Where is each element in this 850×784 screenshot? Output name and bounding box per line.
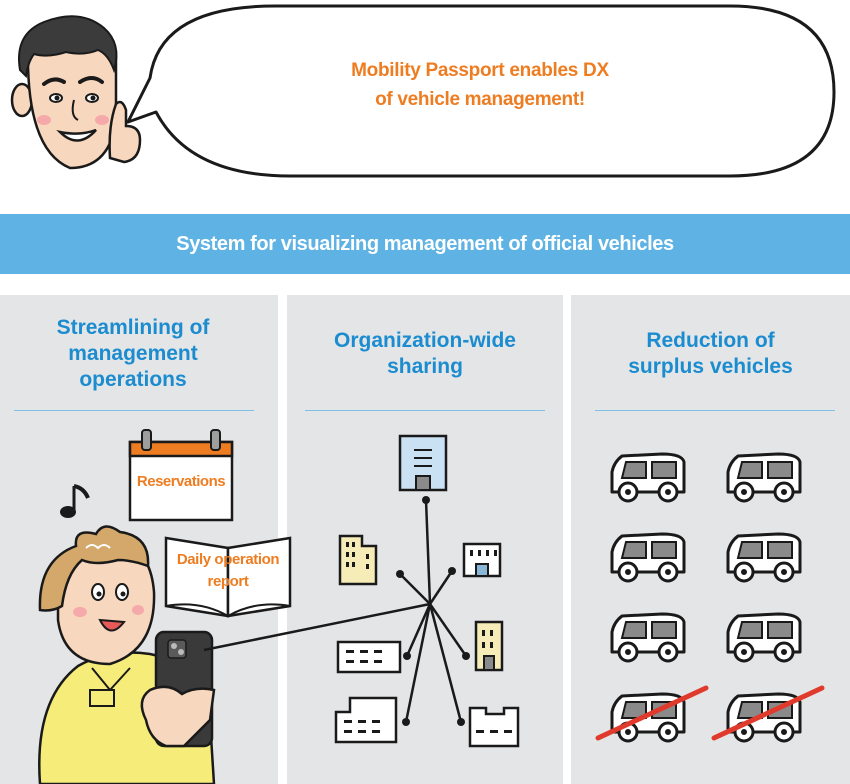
report-label: Daily operation report <box>166 549 290 593</box>
report-book-icon <box>164 536 292 618</box>
calendar-label: Reservations <box>136 473 226 490</box>
panel-title: Organization-wide sharing <box>287 328 563 380</box>
car-icon <box>610 532 686 583</box>
speech-line-1: Mobility Passport enables DX <box>351 60 609 81</box>
building-icon <box>474 620 504 672</box>
panel-sharing: Organization-wide sharing <box>287 295 563 784</box>
panel-title-line: surplus vehicles <box>628 355 793 378</box>
car-icon <box>726 532 802 583</box>
panel-title-line: sharing <box>387 355 463 378</box>
panel-title-line: management <box>68 342 198 365</box>
speech-text: Mobility Passport enables DX of vehicle … <box>290 56 670 114</box>
building-hq-icon <box>398 434 448 492</box>
building-icon <box>462 542 502 578</box>
speaker-illustration <box>10 4 836 178</box>
panel-title-line: Organization-wide <box>333 329 516 352</box>
panel-title: Reduction of surplus vehicles <box>571 328 850 380</box>
section-banner: System for visualizing management of off… <box>0 214 850 274</box>
speech-line-2: of vehicle management! <box>375 89 585 110</box>
building-icon <box>338 534 378 586</box>
car-icon <box>726 612 802 663</box>
report-label-line: report <box>207 573 249 590</box>
music-note-icon <box>60 484 90 518</box>
car-icon <box>726 452 802 503</box>
banner-title: System for visualizing management of off… <box>176 233 674 255</box>
panel-title: Streamlining of management operations <box>0 315 272 393</box>
cross-out-line <box>711 685 825 741</box>
car-icon <box>610 612 686 663</box>
report-label-line: Daily operation <box>176 551 280 568</box>
person-with-phone-icon <box>38 525 216 784</box>
calendar-icon <box>128 429 234 522</box>
panel-divider <box>14 410 254 411</box>
building-icon <box>336 640 402 674</box>
cross-out-line <box>595 685 709 741</box>
man-face-icon <box>10 15 142 170</box>
panel-divider <box>305 410 545 411</box>
network-lines <box>399 499 468 723</box>
panel-title-line: Streamlining of <box>56 316 210 339</box>
network-nodes <box>396 496 470 726</box>
panel-divider <box>595 410 835 411</box>
panel-title-line: operations <box>79 368 187 391</box>
building-icon <box>468 706 520 748</box>
panel-title-line: Reduction of <box>646 329 775 352</box>
speech-bubble <box>126 4 836 178</box>
car-icon <box>610 452 686 503</box>
connection-line <box>203 602 431 652</box>
building-icon <box>334 696 398 744</box>
